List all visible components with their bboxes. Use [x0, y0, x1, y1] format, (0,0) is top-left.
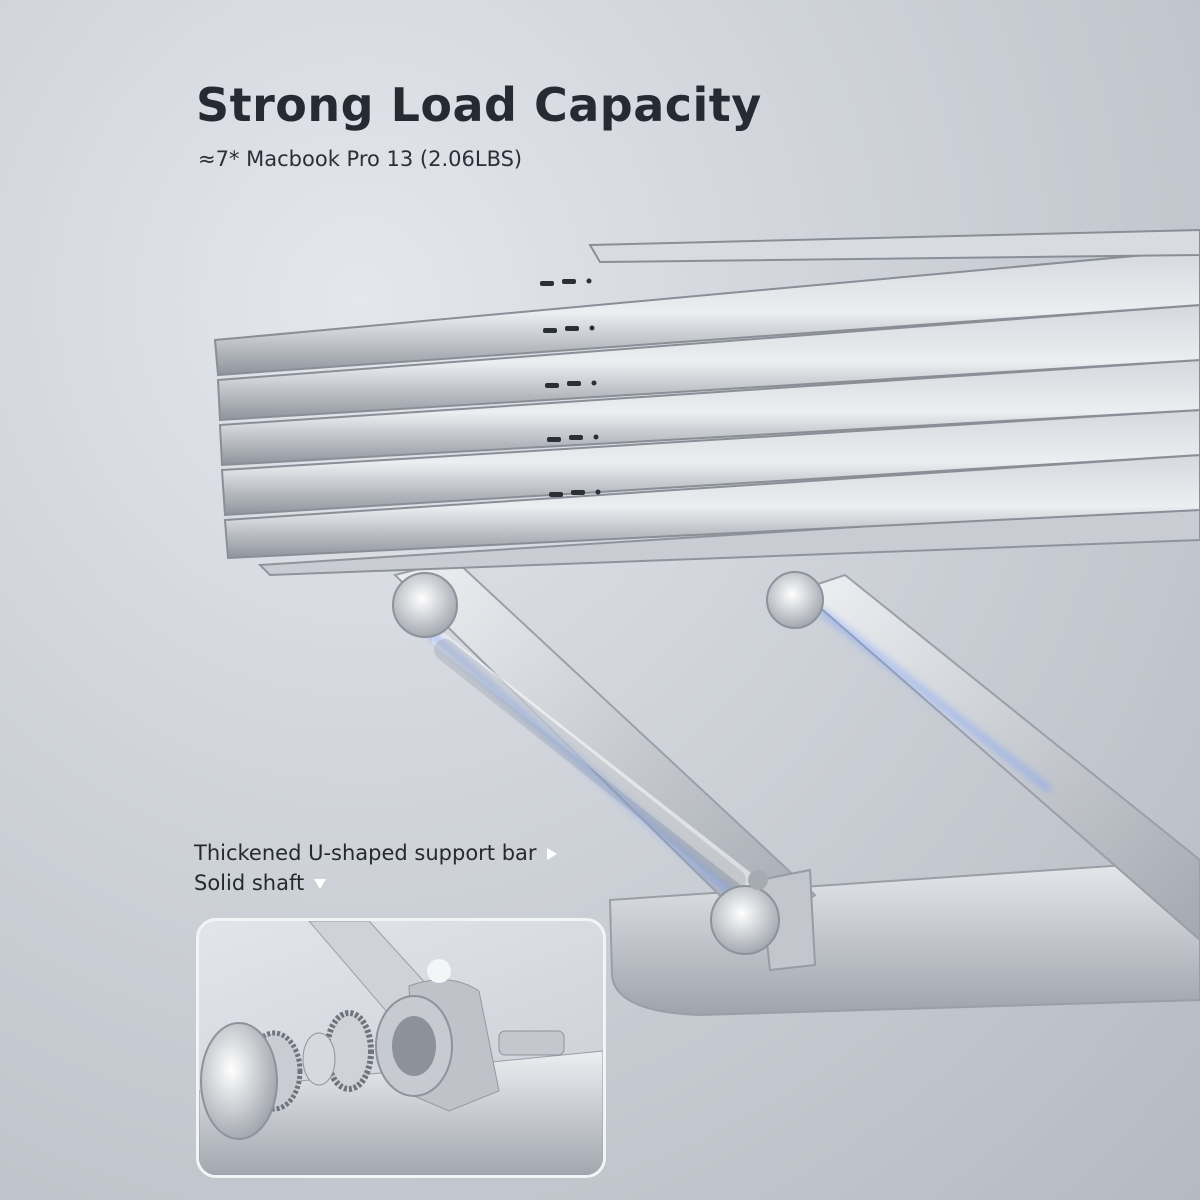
right-triangle-icon — [546, 848, 557, 860]
rear-support-arm — [766, 571, 1200, 942]
shaft-exploded-view — [199, 921, 603, 1175]
callout-solid-shaft: Solid shaft — [194, 871, 327, 895]
headline: Strong Load Capacity — [196, 78, 762, 132]
shaft-detail-inset — [196, 918, 606, 1178]
down-triangle-icon — [314, 879, 327, 889]
front-support-arm — [392, 558, 817, 972]
callout-support-bar-label: Thickened U-shaped support bar — [194, 841, 537, 865]
laptop-stack — [213, 228, 1200, 560]
callout-support-bar: Thickened U-shaped support bar — [194, 841, 557, 865]
stand-base — [608, 858, 1200, 1017]
callout-solid-shaft-label: Solid shaft — [194, 871, 305, 895]
subheadline: ≈7* Macbook Pro 13 (2.06LBS) — [198, 147, 523, 171]
